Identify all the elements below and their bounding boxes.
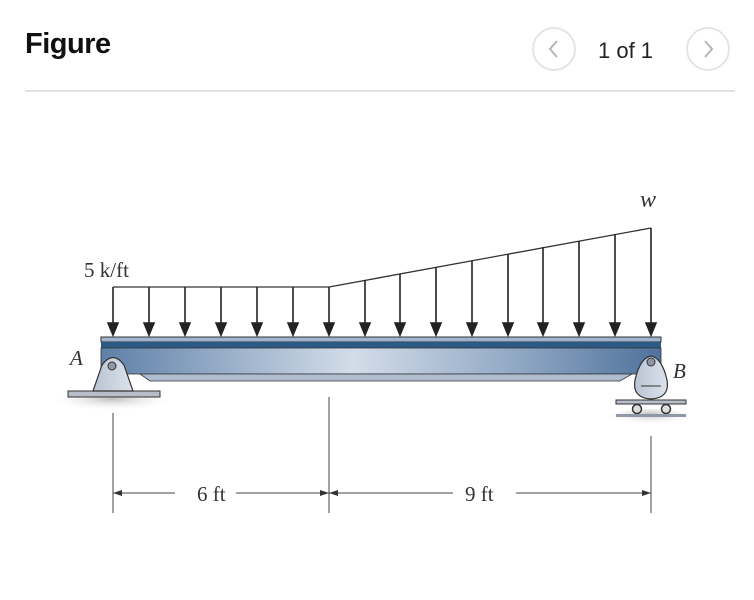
chevron-right-icon — [704, 40, 714, 58]
load-right-label: w — [640, 187, 656, 213]
support-b-label: B — [673, 359, 686, 383]
header-divider — [25, 90, 735, 92]
dimension-lines — [112, 397, 652, 513]
previous-figure-button[interactable] — [532, 27, 576, 71]
figure-header: Figure 1 of 1 — [0, 0, 754, 92]
beam — [100, 336, 662, 382]
next-figure-button[interactable] — [686, 27, 730, 71]
support-b-roller: B — [610, 355, 690, 427]
page-indicator: 1 of 1 — [598, 38, 654, 63]
page-title: Figure — [25, 28, 111, 60]
load-left-label: 5 k/ft — [84, 258, 129, 282]
chevron-left-icon — [548, 40, 558, 58]
support-a-label: A — [68, 346, 83, 370]
dimension-6ft-label: 6 ft — [197, 482, 226, 506]
dimension-9ft-label: 9 ft — [465, 482, 494, 506]
distributed-load: 5 k/ft w — [84, 187, 658, 338]
support-a-pin: A — [57, 346, 167, 413]
